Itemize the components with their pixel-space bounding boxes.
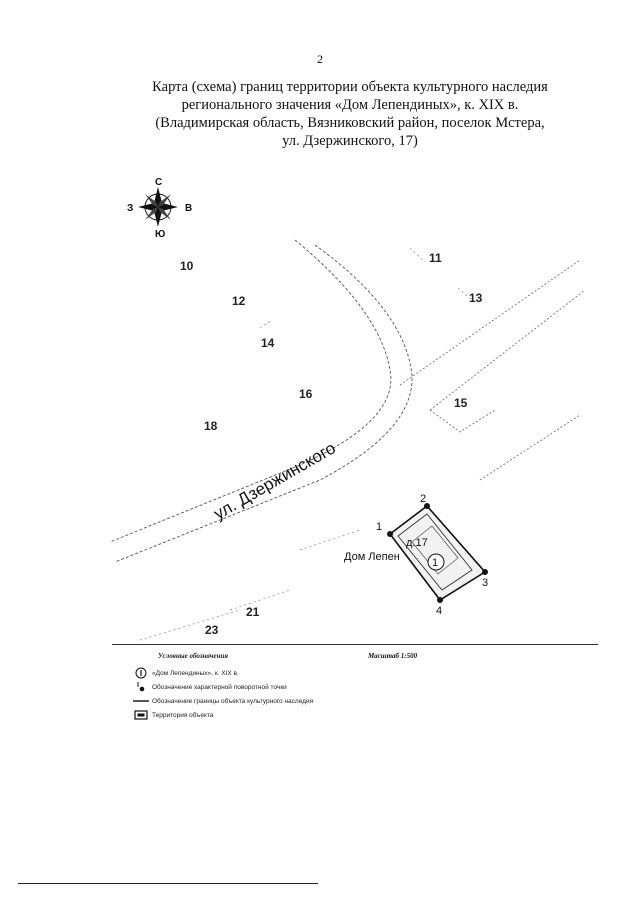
legend-heading: Условные обозначения [158,652,228,660]
legend-item: Обозначение характерной поворотной точки [130,680,460,694]
turn-point-4-label: 4 [436,605,442,617]
footer-rule [18,883,318,884]
lot-10: 10 [180,259,194,273]
compass-west-label: З [127,203,133,214]
parcel-lines [139,247,473,641]
legend-item: Территория объекта [130,708,460,722]
lot-12: 12 [232,294,246,308]
turn-point-1-label: 1 [376,521,382,533]
page-number: 2 [317,52,323,66]
legend-item: Обозначение границы объекта культурного … [130,694,460,708]
compass-east-label: В [185,203,192,214]
object-territory: 1 д.17 Дом Лепен 1 2 3 4 [344,493,488,617]
lot-11: 11 [429,251,442,265]
street-label: ул. Дзержинского [211,438,339,523]
house-number-label: д.17 [406,537,428,549]
cross-street [399,259,586,481]
territory-box-icon [134,710,148,720]
compass-north-label: С [155,177,162,188]
object-marker-1: 1 [432,557,438,569]
title-line-3: (Владимирская область, Вязниковский райо… [155,115,545,131]
legend-item-text: Обозначение характерной поворотной точки [152,683,287,691]
turn-point-2-label: 2 [420,493,426,505]
object-circle-icon [135,667,147,679]
turn-point-icon [137,682,145,692]
legend-item-text: «Дом Лепендиных», к. XIX в. [152,669,239,677]
lot-18: 18 [204,419,218,433]
compass-rose: С Ю З В [127,177,192,240]
legend-item: «Дом Лепендиных», к. XIX в. [130,666,460,680]
title-line-2: регионального значения «Дом Лепендиных»,… [181,97,519,113]
legend-item-text: Территория объекта [152,711,214,719]
turn-point-2-icon [424,503,430,509]
boundary-map: С Ю З В 10 11 12 13 14 15 16 18 21 23 ул… [109,177,586,641]
turn-point-1-icon [387,531,393,537]
lot-21: 21 [246,605,260,619]
turn-point-3-label: 3 [482,577,488,589]
title-line-4: ул. Дзержинского, 17) [282,133,418,149]
map-frame-bottom [112,644,598,645]
lot-15: 15 [454,396,468,410]
title-line-1: Карта (схема) границ территории объекта … [152,79,548,95]
legend: Условные обозначения «Дом Лепендиных», к… [130,652,460,722]
map-scale: Масштаб 1:500 [368,652,418,660]
lot-16: 16 [299,387,313,401]
house-name-label: Дом Лепен [344,551,400,563]
street-dzerzhinskogo [109,239,413,563]
boundary-line-icon [133,700,149,702]
lot-14: 14 [261,336,275,350]
map-title: Карта (схема) границ территории объекта … [110,78,590,150]
legend-item-text: Обозначение границы объекта культурного … [152,697,314,705]
lot-13: 13 [469,291,483,305]
lot-23: 23 [205,623,219,637]
compass-south-label: Ю [155,229,165,240]
turn-point-4-icon [437,597,443,603]
turn-point-3-icon [482,569,488,575]
